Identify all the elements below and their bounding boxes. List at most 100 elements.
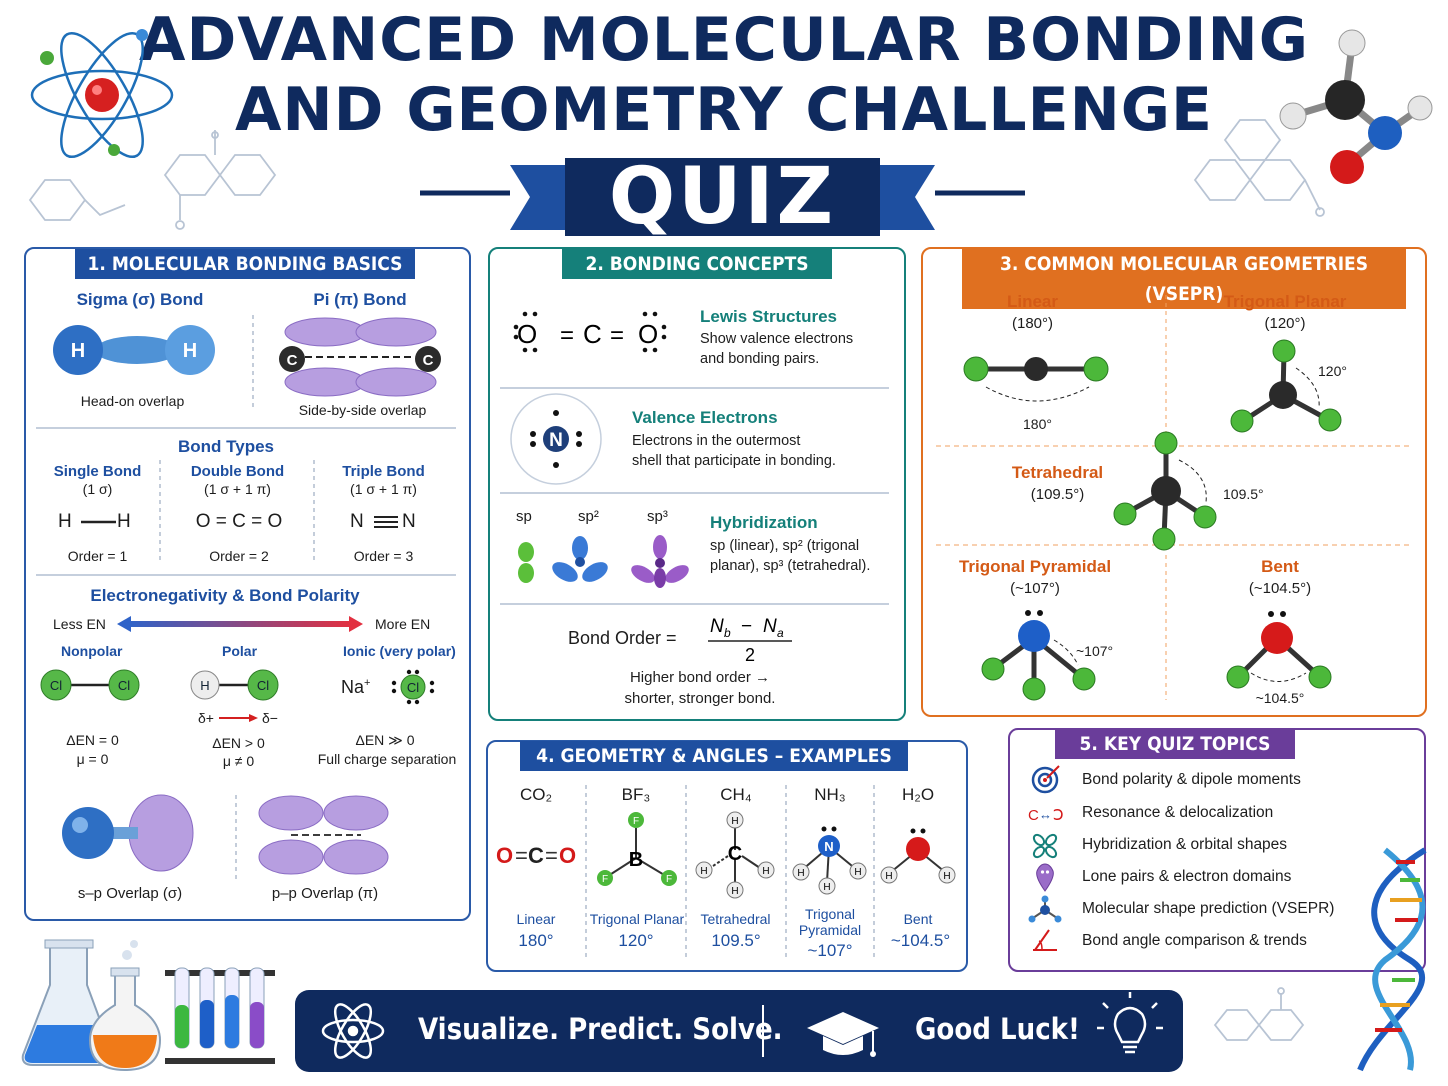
- valence-desc-line1: Electrons in the outermost: [632, 433, 801, 449]
- triple-bond-order: Order = 3: [353, 548, 414, 564]
- svg-text:H: H: [885, 871, 892, 882]
- more-en-label: More EN: [375, 616, 431, 632]
- bent-model: [1226, 611, 1332, 689]
- ionic-delta-en: ΔEN ≫ 0: [355, 732, 415, 748]
- svg-text:Cl: Cl: [257, 678, 269, 693]
- single-bond-atom-left: H: [58, 511, 72, 532]
- trigonal-planar-model: [1230, 339, 1342, 433]
- orbital-icon: [1032, 833, 1058, 859]
- svg-text:C: C: [583, 319, 602, 349]
- molecule-3d-icon: [1279, 29, 1433, 184]
- divider: [500, 492, 889, 494]
- divider: [36, 574, 456, 576]
- svg-text:N: N: [710, 616, 724, 637]
- hyb-label-sp: sp: [516, 508, 532, 525]
- bf3-structure: F F F B: [597, 812, 677, 886]
- page-title-line2: AND GEOMETRY CHALLENGE: [234, 75, 1214, 145]
- valence-title: Valence Electrons: [632, 408, 778, 427]
- bf3-shape: Trigonal Planar: [589, 911, 685, 927]
- svg-text:2: 2: [745, 645, 755, 665]
- polar-label: Polar: [222, 643, 258, 659]
- trigonal-planar-angle: (120°): [1264, 315, 1306, 332]
- svg-text:N: N: [763, 616, 777, 637]
- topic-item: Resonance & delocalization: [1082, 804, 1274, 821]
- svg-text:O: O: [559, 843, 576, 868]
- good-luck-label: Good Luck!: [915, 1012, 1080, 1046]
- examples-diagram: O = C = O F F F B H H H H C H H H N: [496, 785, 956, 960]
- divider: [500, 387, 889, 389]
- bond-order-label: Bond Order =: [568, 628, 677, 648]
- svg-text:F: F: [666, 874, 672, 885]
- single-bond-order: Order = 1: [67, 548, 128, 564]
- svg-text:N: N: [824, 839, 833, 854]
- electronegativity-title: Electronegativity & Bond Polarity: [90, 586, 360, 605]
- polar-delta-en: ΔEN > 0: [212, 735, 265, 751]
- h2o-angle: ~104.5°: [890, 931, 951, 950]
- nonpolar-delta-en: ΔEN = 0: [66, 732, 119, 748]
- svg-text:Cl: Cl: [407, 680, 419, 695]
- svg-text:=: =: [515, 843, 528, 868]
- sigma-bond-diagram: H H: [53, 325, 215, 375]
- svg-text:C: C: [287, 352, 298, 369]
- topic-item: Hybridization & orbital shapes: [1082, 836, 1288, 853]
- svg-text:C: C: [423, 352, 434, 369]
- svg-text:O: O: [517, 319, 537, 349]
- single-bond-composition: (1 σ): [82, 481, 113, 497]
- quiz-banner-label: QUIZ: [608, 152, 837, 242]
- sigma-bond-title: Sigma (σ) Bond: [76, 290, 204, 309]
- trigonal-planar-name: Trigonal Planar: [1223, 292, 1347, 311]
- linear-geometry-model: [963, 356, 1109, 402]
- svg-text:C: C: [528, 843, 544, 868]
- double-bond-formula: O = C = O: [195, 511, 283, 532]
- double-bond-name: Double Bond: [190, 463, 285, 480]
- trigonal-pyramidal-model: [981, 610, 1096, 701]
- svg-text:−: −: [741, 616, 752, 637]
- bond-order-note-line2: shorter, stronger bond.: [624, 690, 776, 707]
- topic-item: Lone pairs & electron domains: [1082, 868, 1292, 885]
- hexagon-decoration: [1213, 987, 1305, 1041]
- svg-text:H: H: [854, 867, 861, 878]
- co2-shape: Linear: [516, 911, 556, 927]
- svg-text:↔: ↔: [1039, 807, 1052, 822]
- topic-item: Bond angle comparison & trends: [1082, 932, 1307, 949]
- lewis-desc-line1: Show valence electrons: [700, 331, 854, 347]
- orbital-overlap-diagram: [62, 794, 389, 880]
- divider: [36, 427, 456, 429]
- target-icon: [1031, 765, 1060, 794]
- delta-plus-label: δ+: [198, 710, 214, 726]
- triple-bond-atom-right: N: [402, 511, 416, 532]
- svg-text:=: =: [560, 322, 574, 349]
- svg-text:O: O: [638, 319, 658, 349]
- svg-text:H: H: [71, 340, 85, 362]
- valence-desc-line2: shell that participate in bonding.: [632, 453, 836, 469]
- polar-dipole: μ ≠ 0: [222, 753, 255, 769]
- hyb-label-sp2: sp²: [578, 508, 599, 525]
- nh3-shape: Trigonal Pyramidal: [798, 906, 862, 938]
- hybridization-desc-line2: planar), sp³ (tetrahedral).: [710, 558, 871, 574]
- hyb-label-sp3: sp³: [647, 508, 668, 525]
- svg-text:Ↄ: Ↄ: [1053, 807, 1064, 824]
- ionic-note: Full charge separation: [317, 751, 457, 767]
- svg-text:H: H: [943, 871, 950, 882]
- lewis-title: Lewis Structures: [700, 307, 837, 326]
- panel1-title: 1. MOLECULAR BONDING BASICS: [75, 249, 415, 279]
- less-en-label: Less EN: [53, 616, 106, 632]
- en-gradient-arrow: [117, 616, 363, 632]
- hybridization-desc-line1: sp (linear), sp² (trigonal: [710, 538, 860, 554]
- delta-minus-label: δ−: [262, 710, 278, 726]
- sodium-ion-label: Na+: [341, 677, 371, 697]
- hybridization-diagram: [518, 535, 689, 588]
- svg-text:H: H: [731, 886, 738, 897]
- svg-text:N: N: [549, 430, 563, 451]
- ionic-label: Ionic (very polar): [343, 643, 456, 659]
- s-p-overlap-caption: s–p Overlap (σ): [77, 885, 183, 902]
- sigma-caption: Head-on overlap: [80, 393, 185, 409]
- triple-bond-name: Triple Bond: [342, 463, 425, 480]
- linear-name: Linear: [1006, 292, 1059, 311]
- nh3-structure: H H H N: [792, 826, 867, 895]
- bond-types-title: Bond Types: [177, 437, 275, 456]
- page-title-line1: ADVANCED MOLECULAR BONDING: [139, 5, 1309, 75]
- svg-text:O: O: [496, 843, 513, 868]
- svg-text:H: H: [731, 816, 738, 827]
- double-bond-order: Order = 2: [209, 548, 269, 564]
